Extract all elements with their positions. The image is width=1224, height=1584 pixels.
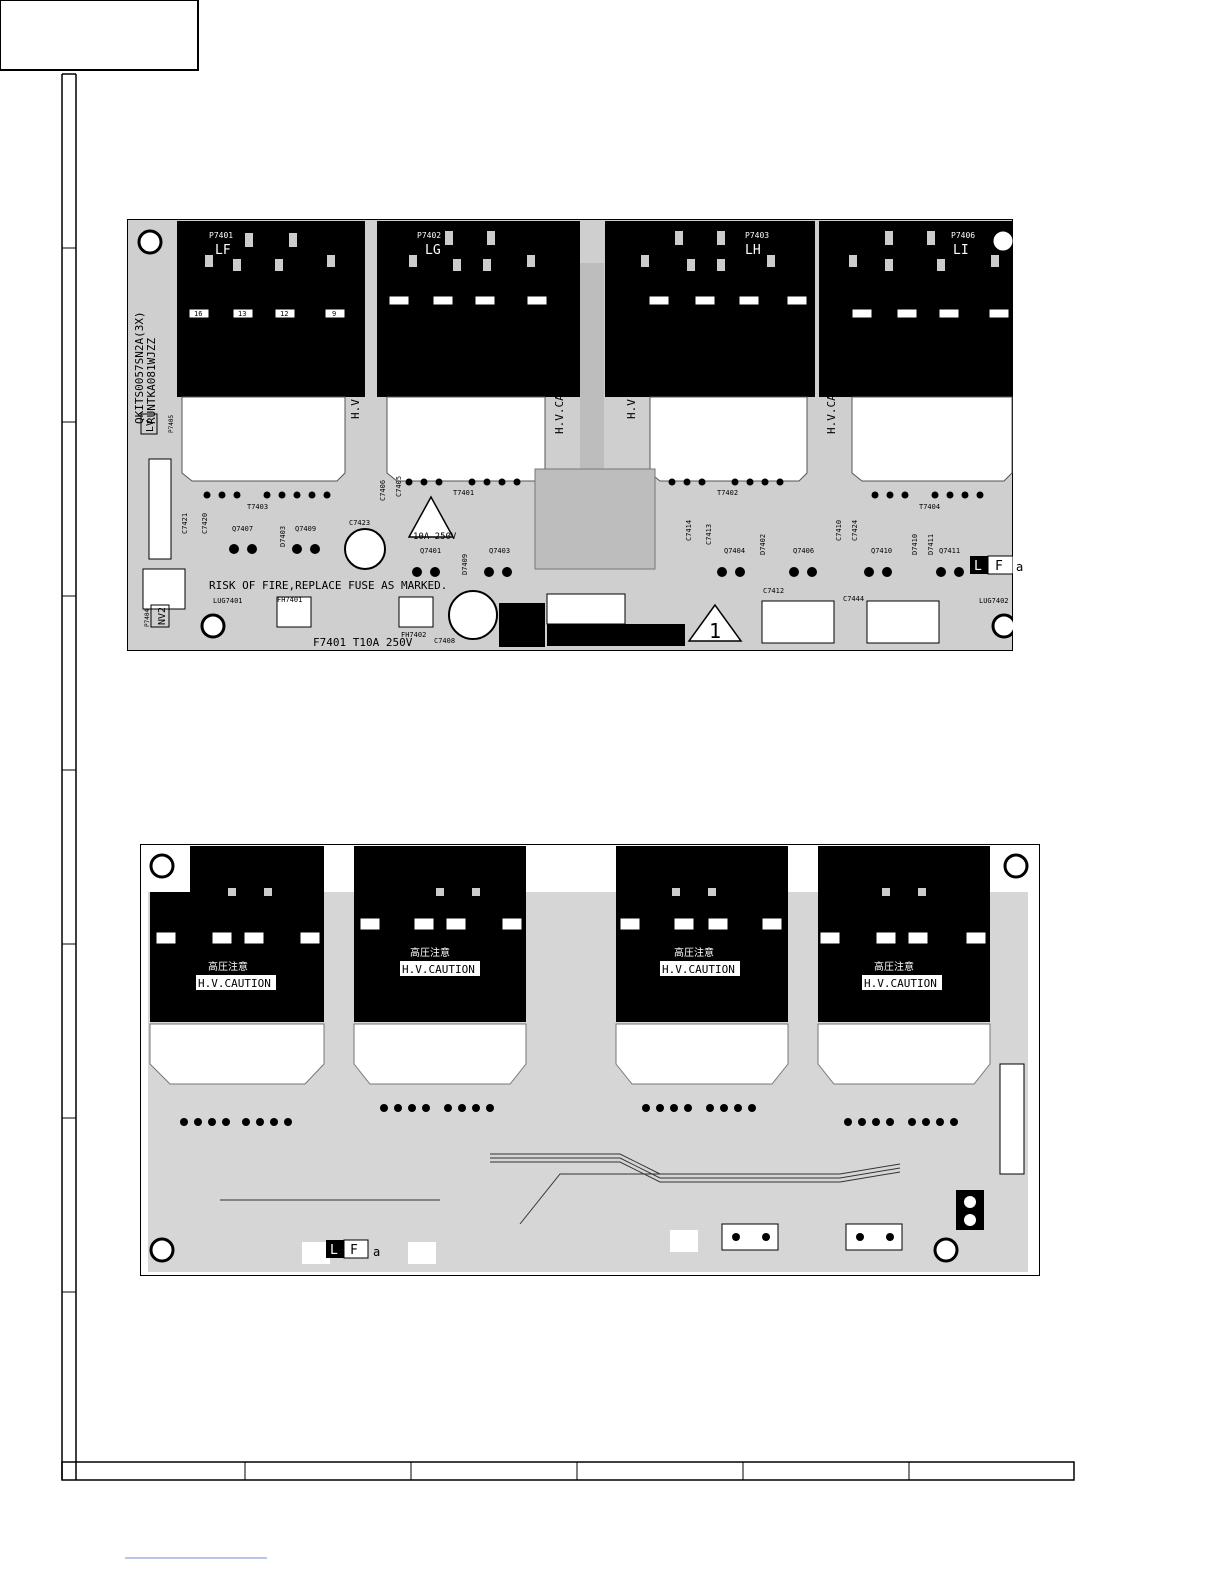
capacitor-label: C7405 <box>395 476 403 497</box>
lug-left-label: LUG7401 <box>213 597 243 605</box>
pin-number: 9 <box>332 310 336 318</box>
kanji-caution: 高圧注意 <box>208 960 248 973</box>
lf-badge-f: F <box>350 1243 358 1258</box>
connector-label: LF <box>215 243 231 258</box>
hv-caution-label: H.V.CAUTION <box>349 346 362 419</box>
lf-badge-f: F <box>995 559 1003 574</box>
connector-label: LH <box>745 243 761 258</box>
kanji-caution: 高圧注意 <box>874 960 914 973</box>
board-id-line1: QKITS0057SN2A(3X) <box>133 311 146 424</box>
kanji-caution: 高圧注意 <box>553 299 566 339</box>
capacitor-label: C7408 <box>434 637 455 645</box>
top-pcb-board: 1 H.V.CAUTION H.V.CAUTION H.V.CAUTION H.… <box>126 218 1017 652</box>
capacitor-label: C7444 <box>843 595 864 603</box>
transformer-label: T7403 <box>247 503 268 511</box>
kanji-caution: 高圧注意 <box>825 294 838 334</box>
capacitor-label: C7423 <box>349 519 370 527</box>
connector-ref: P7406 <box>951 231 975 240</box>
p7404-label: P7404 <box>144 609 151 627</box>
diode-label: D7402 <box>759 534 767 555</box>
transformer-label: T7404 <box>919 503 940 511</box>
capacitor-label: C7410 <box>835 520 843 541</box>
transformer-label: T7401 <box>453 489 474 497</box>
transistor-label: Q7401 <box>420 547 441 555</box>
capacitor-label: C7414 <box>685 520 693 541</box>
transistor-label: Q7403 <box>489 547 510 555</box>
hv-caution-label: H.V.CAUTION <box>198 977 271 990</box>
p7405-label: P7405 <box>168 415 175 433</box>
capacitor-label: C7420 <box>201 513 209 534</box>
diode-label: D7403 <box>279 526 287 547</box>
kanji-caution: 高圧注意 <box>410 946 450 959</box>
connector-label: LG <box>425 243 441 258</box>
hv-caution-label: H.V.CAUTION <box>625 346 638 419</box>
pin-number: 13 <box>238 310 246 318</box>
lv-label: LV <box>145 420 156 432</box>
fuse-warning: RISK OF FIRE,REPLACE FUSE AS MARKED. <box>209 579 447 592</box>
connector-ref: P7402 <box>417 231 441 240</box>
hv-caution-label: H.V.CAUTION <box>864 977 937 990</box>
pin-number: 12 <box>280 310 288 318</box>
lf-badge-suffix: a <box>373 1245 380 1259</box>
capacitor-label: C7413 <box>705 524 713 545</box>
kanji-caution: 高圧注意 <box>625 294 638 334</box>
board-id-line2: RUNTKA081WJZZ <box>145 338 158 424</box>
fuse-label: F7401 T10A 250V <box>313 636 413 649</box>
transistor-label: Q7409 <box>295 525 316 533</box>
fh-label: FH7402 <box>401 631 426 639</box>
transistor-label: Q7411 <box>939 547 960 555</box>
pin-number: 16 <box>194 310 202 318</box>
hv-caution-label: H.V.CAUTION <box>825 361 838 434</box>
lf-badge-l: L <box>974 559 982 574</box>
hv-caution-label: H.V.CAUTION <box>402 963 475 976</box>
hv-caution-label: H.V.CAUTION <box>553 361 566 434</box>
lug-right-label: LUG7402 <box>979 597 1009 605</box>
fuse-rating: 10A 250V <box>413 532 457 542</box>
diode-label: D7409 <box>461 554 469 575</box>
lf-badge-suffix: a <box>1016 560 1024 574</box>
fh-label: FH7401 <box>277 596 302 604</box>
connector-label: LI <box>953 243 969 258</box>
lf-badge-l: L <box>330 1243 338 1258</box>
bottom-pcb-board: 高圧注意 高圧注意 高圧注意 高圧注意 H.V.CAUTION H.V.CAUT… <box>139 843 1041 1277</box>
transformer-label: T7402 <box>717 489 738 497</box>
capacitor-label: C7406 <box>379 480 387 501</box>
capacitor-label: C7424 <box>851 520 859 541</box>
connector-ref: P7403 <box>745 231 769 240</box>
triangle-mark: 1 <box>709 619 721 643</box>
transistor-label: Q7407 <box>232 525 253 533</box>
transistor-label: Q7410 <box>871 547 892 555</box>
hv-caution-label: H.V.CAUTION <box>662 963 735 976</box>
capacitor-label: C7421 <box>181 513 189 534</box>
connector-ref: P7401 <box>209 231 233 240</box>
diode-label: D7410 <box>911 534 919 555</box>
transistor-label: Q7406 <box>793 547 814 555</box>
kanji-caution: 高圧注意 <box>349 299 362 339</box>
nv2-label: NV2 <box>157 607 168 625</box>
kanji-caution: 高圧注意 <box>674 946 714 959</box>
diode-label: D7411 <box>927 534 935 555</box>
transistor-label: Q7404 <box>724 547 745 555</box>
capacitor-label: C7412 <box>763 587 784 595</box>
